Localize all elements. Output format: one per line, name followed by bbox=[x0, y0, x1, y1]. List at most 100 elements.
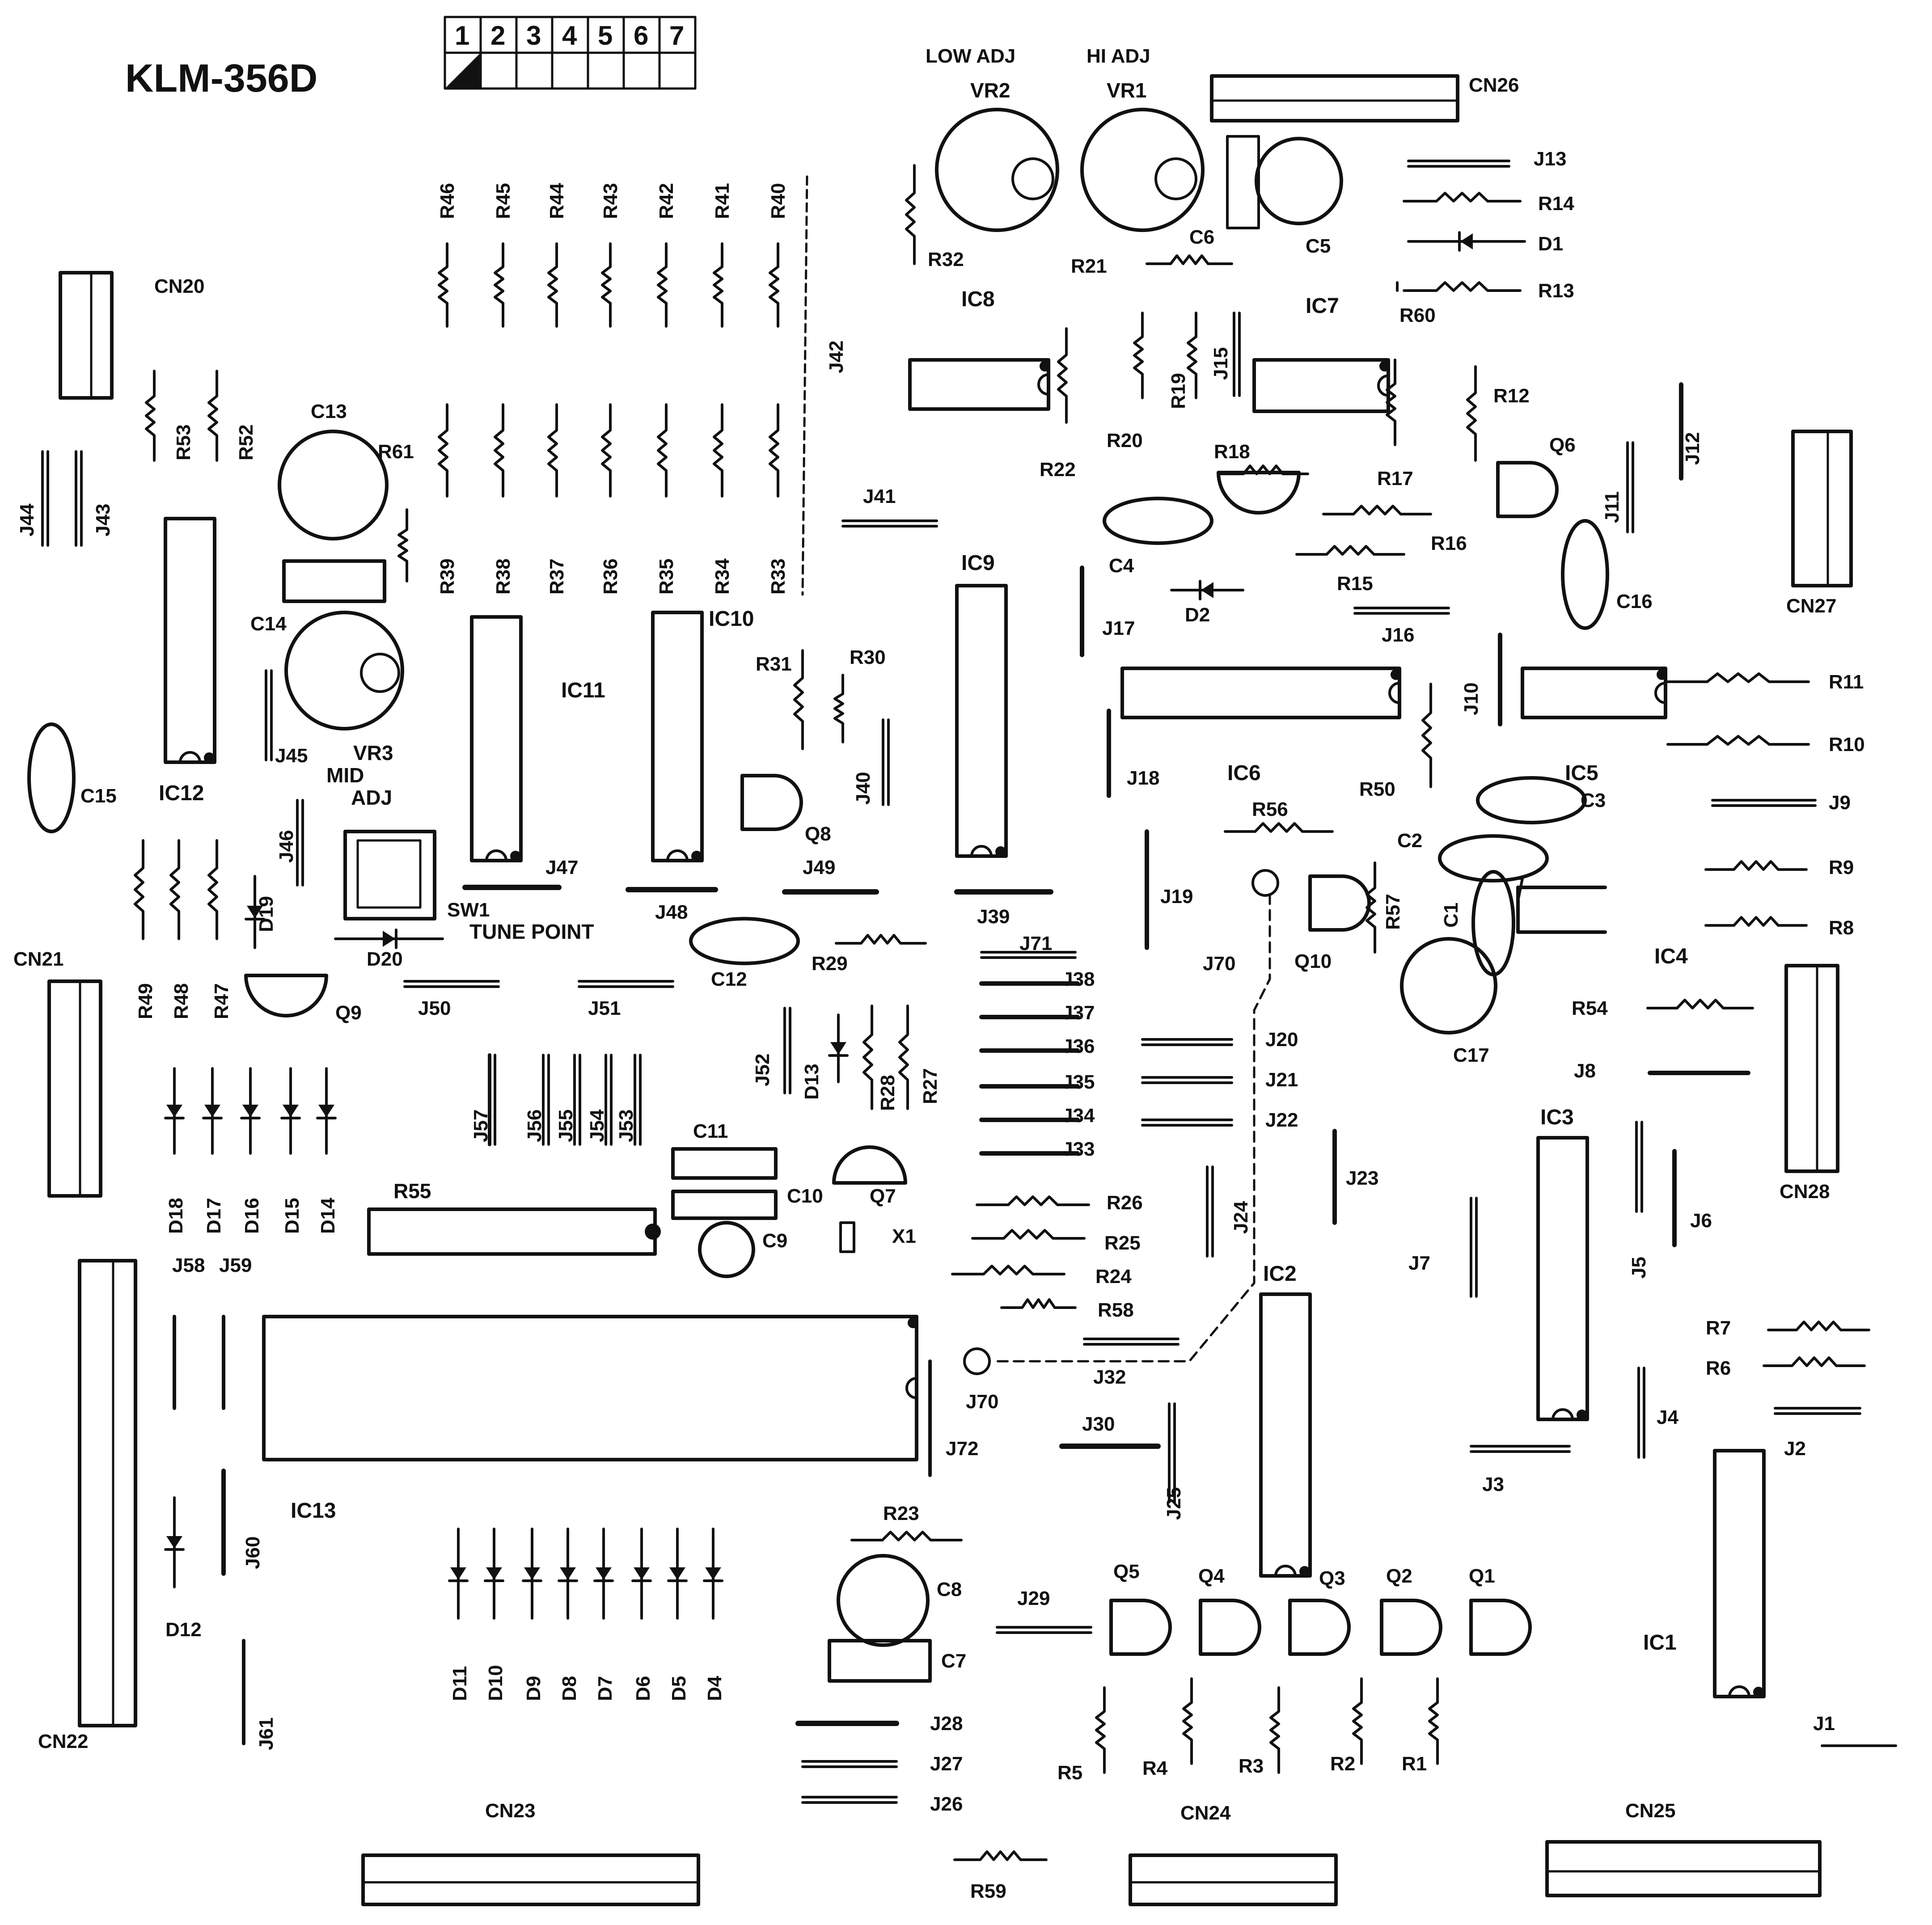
label-r31: R31 bbox=[756, 653, 792, 675]
label-j36: J36 bbox=[1062, 1035, 1095, 1057]
vr2-knob bbox=[1011, 157, 1054, 200]
r59-symbol bbox=[953, 1850, 1048, 1861]
label-j38: J38 bbox=[1062, 968, 1095, 990]
ic-notch bbox=[1654, 682, 1667, 704]
ic-notch bbox=[666, 849, 689, 862]
label-r55: R55 bbox=[393, 1179, 431, 1203]
label-j71: J71 bbox=[1019, 933, 1052, 954]
label-q10: Q10 bbox=[1294, 950, 1332, 972]
r3-symbol bbox=[1269, 1686, 1280, 1774]
label-c6: C6 bbox=[1189, 226, 1214, 248]
label-r35: R35 bbox=[655, 558, 677, 595]
q8-body bbox=[740, 774, 803, 831]
label-r56: R56 bbox=[1252, 798, 1288, 820]
label-j35: J35 bbox=[1062, 1071, 1095, 1093]
label-j45: J45 bbox=[275, 745, 308, 767]
ic1-body bbox=[1713, 1449, 1766, 1698]
label-r3: R3 bbox=[1239, 1755, 1264, 1777]
label-j51: J51 bbox=[588, 997, 621, 1019]
revision-box bbox=[551, 51, 589, 90]
label-j41: J41 bbox=[863, 485, 896, 507]
mid-note: MID bbox=[326, 764, 364, 787]
revision-number: 4 bbox=[562, 21, 577, 51]
r37-symbol bbox=[547, 403, 558, 498]
r16-symbol bbox=[1322, 505, 1432, 515]
label-r6: R6 bbox=[1706, 1357, 1731, 1379]
label-c13: C13 bbox=[311, 401, 347, 422]
r17-symbol bbox=[1386, 359, 1396, 446]
label-j15: J15 bbox=[1210, 347, 1232, 380]
q3-body bbox=[1288, 1599, 1351, 1656]
r42-symbol bbox=[657, 242, 668, 328]
label-j46: J46 bbox=[275, 830, 297, 863]
label-j25: J25 bbox=[1163, 1487, 1185, 1520]
revision-mark bbox=[445, 53, 481, 89]
connector-cn21 bbox=[47, 979, 102, 1198]
d8-symbol bbox=[560, 1567, 576, 1580]
q2-body bbox=[1380, 1599, 1442, 1656]
c8-body bbox=[837, 1554, 930, 1647]
label-d4: D4 bbox=[704, 1676, 726, 1701]
label-d19: D19 bbox=[255, 896, 277, 932]
r9-symbol bbox=[1704, 860, 1808, 871]
label-j2: J2 bbox=[1784, 1438, 1806, 1460]
r28-symbol bbox=[862, 1005, 873, 1110]
sw1-body bbox=[343, 830, 436, 920]
label-c2: C2 bbox=[1397, 830, 1422, 852]
revision-number: 5 bbox=[598, 21, 613, 51]
label-sw1: SW1 bbox=[447, 899, 490, 921]
label-j8: J8 bbox=[1574, 1060, 1596, 1082]
label-q1: Q1 bbox=[1469, 1565, 1495, 1587]
ic10-body bbox=[651, 611, 704, 862]
r2-symbol bbox=[1352, 1677, 1363, 1765]
dashed-link-j42 bbox=[801, 175, 808, 596]
label-d10: D10 bbox=[485, 1665, 507, 1701]
label-j26: J26 bbox=[930, 1793, 963, 1815]
r33-symbol bbox=[769, 403, 779, 498]
x1-crystal bbox=[839, 1221, 855, 1253]
label-r8: R8 bbox=[1829, 917, 1854, 939]
label-ic12: IC12 bbox=[159, 781, 204, 805]
label-j47: J47 bbox=[545, 857, 578, 878]
label-d20: D20 bbox=[367, 948, 403, 970]
c2-body bbox=[1438, 834, 1549, 882]
label-r27: R27 bbox=[919, 1068, 941, 1104]
label-r48: R48 bbox=[170, 983, 192, 1019]
label-j50: J50 bbox=[418, 997, 451, 1019]
label-j10: J10 bbox=[1460, 683, 1482, 715]
label-j44: J44 bbox=[16, 503, 38, 536]
d16-symbol bbox=[242, 1105, 258, 1117]
r49-symbol bbox=[134, 839, 144, 940]
ic-notch bbox=[970, 845, 993, 857]
c5-body bbox=[1255, 137, 1343, 225]
r45-symbol bbox=[494, 242, 504, 328]
adj-note: ADJ bbox=[351, 786, 392, 809]
r36-symbol bbox=[601, 403, 612, 498]
label-d18: D18 bbox=[165, 1198, 187, 1234]
d15-symbol bbox=[283, 1105, 299, 1117]
vr3-body bbox=[284, 611, 404, 730]
label-j7: J7 bbox=[1408, 1252, 1430, 1274]
pin1-dot bbox=[1379, 361, 1390, 371]
label-c5: C5 bbox=[1306, 235, 1331, 257]
label-ic9: IC9 bbox=[961, 551, 995, 575]
label-j4: J4 bbox=[1657, 1406, 1678, 1428]
label-x1: X1 bbox=[892, 1225, 916, 1247]
dashed-link-j70 bbox=[993, 893, 1271, 1363]
label-r9: R9 bbox=[1829, 857, 1854, 878]
ic-notch bbox=[1274, 1565, 1297, 1577]
label-r2: R2 bbox=[1330, 1753, 1355, 1775]
label-j21: J21 bbox=[1265, 1069, 1298, 1091]
label-j43: J43 bbox=[92, 504, 114, 536]
label-r29: R29 bbox=[812, 953, 848, 975]
label-j22: J22 bbox=[1265, 1109, 1298, 1131]
label-r17: R17 bbox=[1377, 468, 1413, 490]
ic-notch bbox=[1037, 373, 1050, 396]
revision-box bbox=[622, 51, 661, 90]
r56-symbol bbox=[1224, 822, 1334, 833]
d20-symbol bbox=[383, 931, 395, 947]
label-q9: Q9 bbox=[335, 1002, 362, 1024]
c16-body bbox=[1561, 519, 1609, 630]
label-q2: Q2 bbox=[1386, 1565, 1412, 1587]
c6-symbol bbox=[1146, 254, 1233, 265]
